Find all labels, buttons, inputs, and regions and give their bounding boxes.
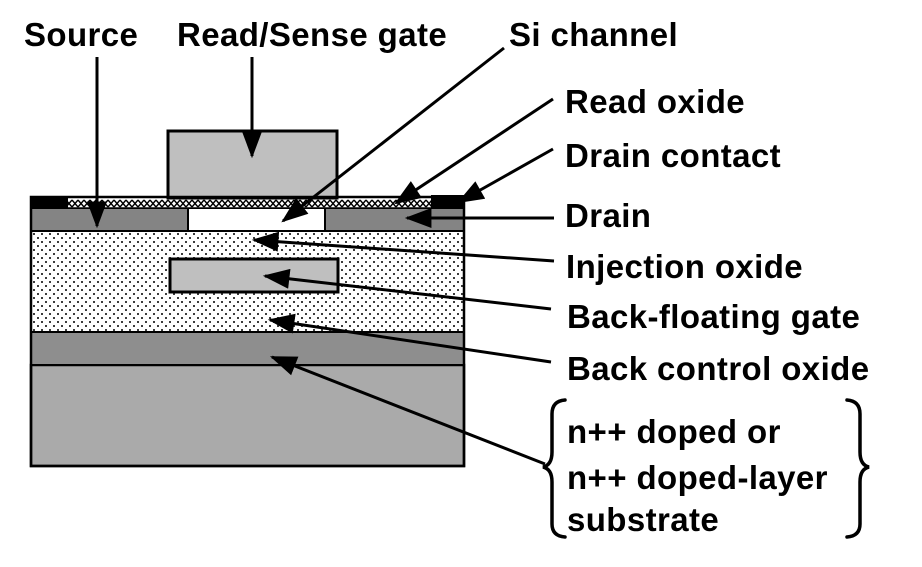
si-channel-arrow (281, 46, 505, 223)
back-floating-gate-arrow (262, 268, 552, 311)
drain-label: Drain (565, 197, 651, 234)
substrate-brace-right (845, 398, 870, 539)
substrate-brace-leader (269, 355, 546, 466)
substrate-label-line1: n++ doped or (567, 413, 781, 450)
device-outline (29, 195, 466, 468)
si-channel-region (187, 207, 326, 232)
drain-contact-strip (431, 195, 465, 209)
source-contact-strip (31, 196, 68, 209)
injection-oxide-label: Injection oxide (566, 248, 803, 285)
back-floating-gate (168, 257, 340, 294)
read-sense-gate-label: Read/Sense gate (177, 16, 447, 53)
back-floating-gate-label: Back-floating gate (567, 298, 860, 335)
back-control-oxide-label: Back control oxide (567, 350, 869, 387)
read-oxide-label: Read oxide (565, 83, 745, 120)
back-control-oxide-arrow (267, 313, 552, 364)
substrate-layer (29, 363, 466, 468)
injection-oxide-arrow (251, 231, 555, 263)
si-channel-label: Si channel (509, 16, 678, 53)
drain-contact-arrow (457, 147, 554, 204)
read-oxide-arrow (394, 97, 554, 205)
substrate-brace-left (542, 398, 567, 539)
source-region (30, 207, 189, 232)
source-label: Source (24, 16, 138, 53)
substrate-label-line3: substrate (567, 501, 719, 538)
n-doped-layer (30, 331, 465, 366)
drain-contact-label: Drain contact (565, 137, 781, 174)
substrate-label-line2: n++ doped-layer (567, 459, 828, 496)
